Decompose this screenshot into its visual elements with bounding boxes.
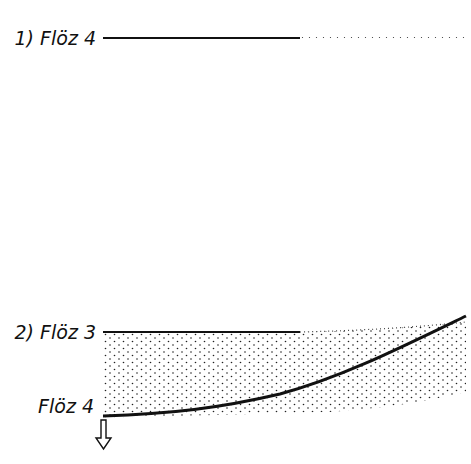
seam-line xyxy=(103,316,466,416)
seam-fade xyxy=(300,36,466,40)
seam-line xyxy=(103,37,300,39)
seam-label: 2) Flöz 3 xyxy=(15,321,96,343)
seam-label: Flöz 4 xyxy=(38,395,94,417)
seam-line xyxy=(103,331,300,333)
seam-label: 1) Flöz 4 xyxy=(15,27,96,49)
subsidence-arrow xyxy=(96,420,111,449)
sediment-stipple xyxy=(103,322,466,418)
